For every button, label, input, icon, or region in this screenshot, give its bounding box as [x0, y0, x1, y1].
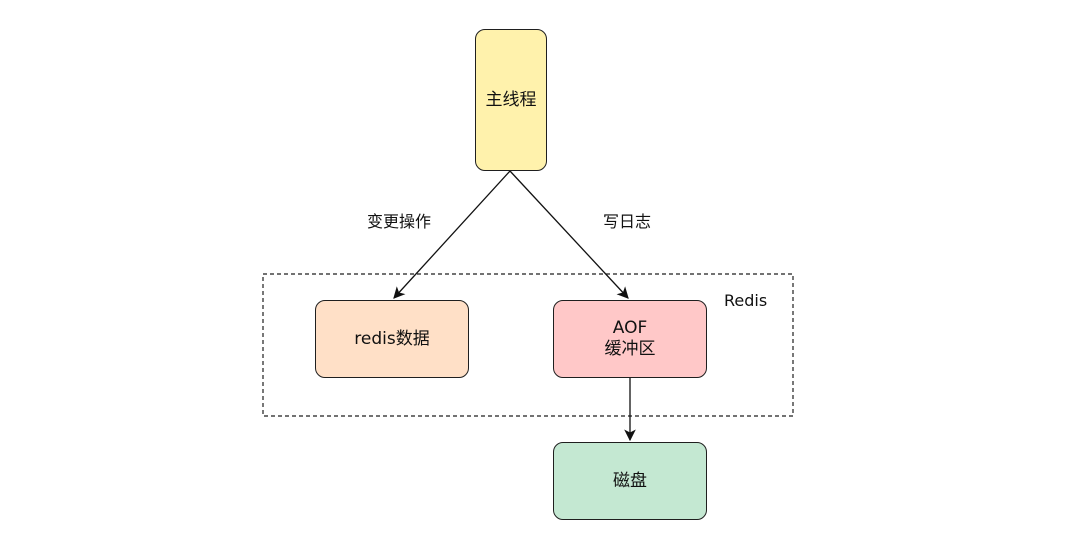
- main-thread-node: 主线程: [475, 29, 547, 171]
- write-log-label: 写日志: [603, 212, 652, 231]
- main-thread-label: 主线程: [485, 89, 537, 110]
- write-log-arrow: [509, 170, 629, 299]
- redis-group-label: Redis: [724, 291, 768, 310]
- redis-data-label: redis数据: [354, 328, 430, 349]
- aof-buffer-label-line1: AOF: [612, 318, 648, 338]
- disk-node: 磁盘: [553, 442, 707, 520]
- redis-data-node: redis数据: [315, 300, 469, 378]
- aof-buffer-label-line2: 缓冲区: [604, 339, 656, 359]
- change-op-label: 变更操作: [367, 212, 432, 231]
- aof-buffer-node: AOF 缓冲区: [553, 300, 707, 378]
- disk-label: 磁盘: [613, 470, 647, 491]
- change-op-arrow: [393, 170, 511, 299]
